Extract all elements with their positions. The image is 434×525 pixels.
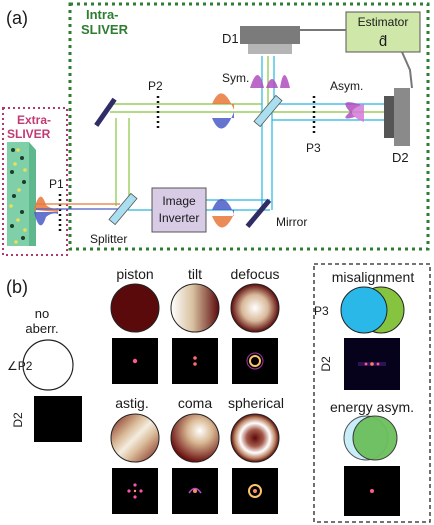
asym-label: Asym. — [330, 79, 363, 93]
d2-row-label: D2 — [11, 412, 25, 428]
defocus-psf-ring — [249, 355, 261, 367]
coma-pupil — [170, 413, 220, 463]
p2-label: P2 — [148, 79, 163, 93]
image-inverter-label-2: Inverter — [159, 211, 200, 225]
intra-sliver-label-1: Intra- — [86, 7, 119, 22]
estimator-label: Estimator — [358, 15, 409, 29]
extra-blue-lobe — [34, 212, 58, 226]
extra-sliver-box — [2, 107, 68, 256]
d1-label: D1 — [222, 31, 239, 46]
d2-side-label: D2 — [319, 356, 333, 372]
coma-label: coma — [178, 395, 212, 411]
panel-b-label: (b) — [6, 277, 28, 297]
spherical-pupil — [230, 413, 280, 463]
upper-orange-lobe — [212, 93, 234, 110]
piston-pupil — [110, 283, 160, 333]
mirror-label: Mirror — [276, 215, 307, 229]
extra-orange-lobe — [34, 196, 58, 212]
asym-lobes — [345, 102, 364, 122]
no-aberr-pupil — [22, 339, 74, 391]
estimator-output: d̂ — [379, 33, 387, 50]
piston-label: piston — [116, 266, 153, 282]
d1-detector — [240, 26, 300, 54]
mirror-lower — [245, 198, 272, 228]
upper-blue-lobe — [212, 112, 234, 129]
panel-a-label: (a) — [6, 8, 28, 28]
no-aberr-d2-image — [34, 396, 82, 442]
tilt-label: tilt — [188, 266, 202, 282]
misalignment-box — [313, 263, 431, 523]
defocus-label: defocus — [230, 266, 279, 282]
no-aberr-label-2: aberr. — [25, 321, 58, 336]
tilt-psf-spot-2 — [193, 362, 197, 366]
central-beamsplitter — [253, 94, 283, 128]
misalignment-label: misalignment — [332, 269, 415, 285]
misalign-cyan-circle — [340, 286, 388, 334]
d2-detector — [384, 88, 410, 146]
coma-psf-core — [193, 489, 197, 493]
spherical-psf-core — [253, 489, 257, 493]
p2-phase-label: ∠P2 — [7, 359, 33, 373]
spherical-psf-ring — [248, 484, 262, 498]
astig-label: astig. — [115, 395, 148, 411]
extra-sliver-label-2: SLIVER — [7, 127, 51, 141]
splitter-label: Splitter — [90, 232, 127, 246]
defocus-psf — [232, 338, 278, 384]
spherical-label: spherical — [228, 395, 284, 411]
source-slab — [7, 142, 36, 246]
sym-lobes — [250, 75, 290, 88]
extra-sliver-label-1: Extra- — [17, 113, 51, 127]
tilt-psf-spot-1 — [193, 356, 197, 360]
splitter — [108, 192, 138, 226]
inverted-blue-lobe — [212, 198, 234, 214]
tilt-pupil — [170, 283, 220, 333]
defocus-psf-outer-ring — [246, 352, 264, 370]
p3-side-label: P3 — [314, 304, 329, 318]
p3-label: P3 — [306, 141, 321, 155]
sym-label: Sym. — [222, 71, 249, 85]
tilt-psf — [172, 338, 218, 384]
energy-green-circle — [352, 415, 398, 461]
energy-asym-label: energy asym. — [330, 399, 414, 415]
image-inverter-box — [151, 187, 207, 233]
defocus-pupil — [230, 283, 280, 333]
coma-psf-arc — [188, 487, 202, 494]
cable-d2-estimator — [401, 51, 413, 89]
p1-label: P1 — [49, 177, 64, 191]
astig-psf-spots — [127, 483, 143, 499]
piston-psf-spot — [132, 358, 138, 364]
d2-label: D2 — [392, 150, 409, 165]
estimator-box — [345, 11, 421, 53]
inverted-orange-lobe — [212, 214, 234, 228]
astig-pupil — [110, 413, 160, 463]
misalign-fringes — [358, 362, 386, 366]
no-aberr-label-1: no — [35, 306, 49, 321]
energy-psf-spot — [370, 489, 374, 493]
intra-sliver-label-2: SLIVER — [81, 22, 129, 37]
mirror-upper-left — [94, 97, 117, 127]
image-inverter-label-1: Image — [162, 194, 196, 208]
